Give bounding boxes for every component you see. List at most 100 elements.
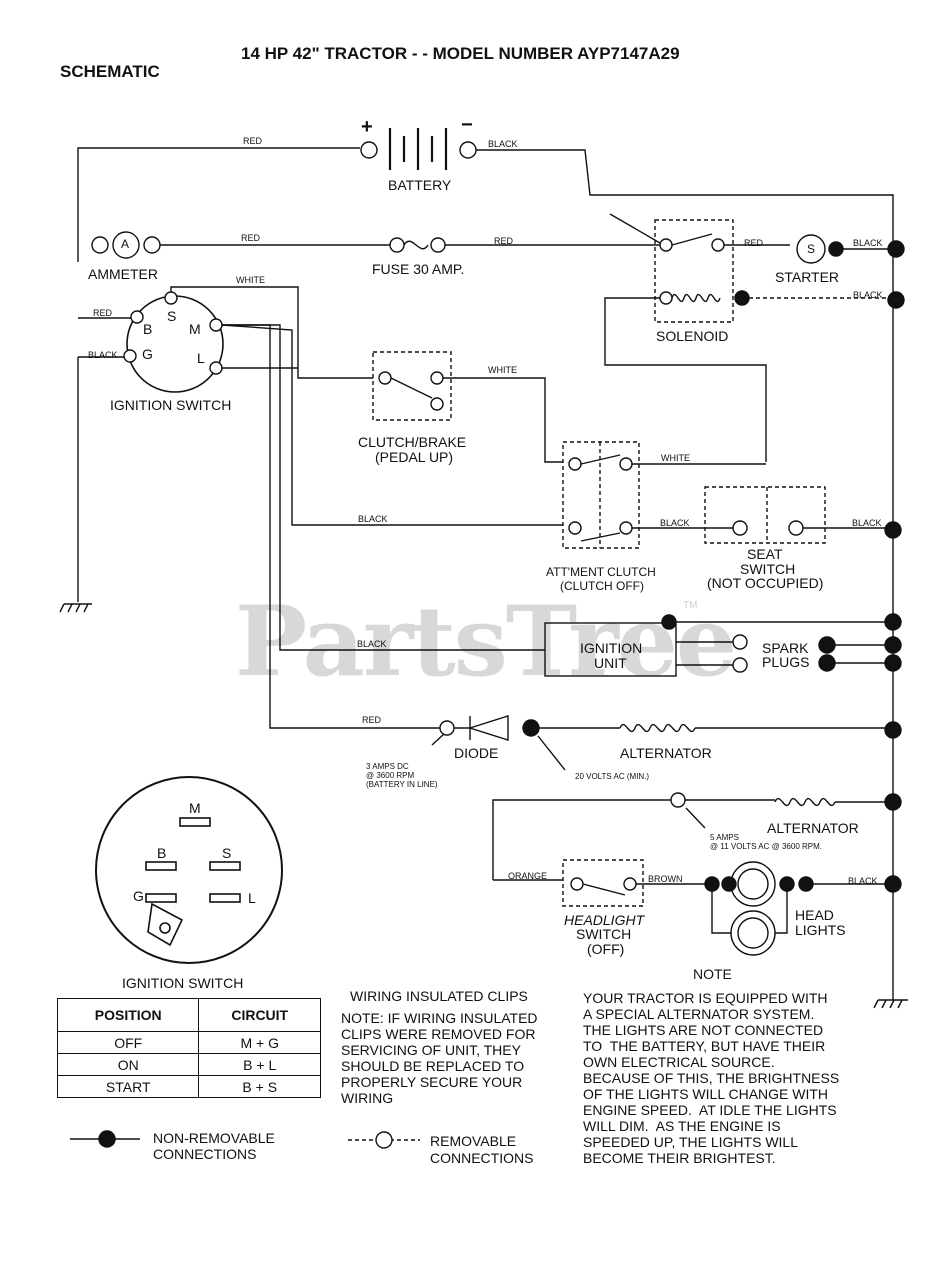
wire-label-red-starter: RED xyxy=(744,238,764,248)
table-cell: B + L xyxy=(198,1053,321,1076)
wire-label-red-fuse: RED xyxy=(494,236,514,246)
terminal-l-label: L xyxy=(197,350,205,366)
table-cell: OFF xyxy=(56,1031,200,1054)
seat-switch-label-2: SWITCH xyxy=(740,561,796,577)
legend-non-removable-symbol xyxy=(70,1130,140,1148)
alternator-2-label: ALTERNATOR xyxy=(767,820,859,836)
attachment-clutch-box xyxy=(562,441,640,549)
clutch-brake-box xyxy=(372,351,452,421)
wire-label-red-ammeter: RED xyxy=(241,233,261,243)
diode-symbol xyxy=(454,715,509,741)
headlight-switch-label: HEADLIGHT xyxy=(564,912,645,928)
battery-positive-terminal xyxy=(360,141,378,159)
solenoid-coil xyxy=(671,293,721,303)
clips-note-heading: WIRING INSULATED CLIPS xyxy=(350,988,528,1004)
starter-motor xyxy=(796,234,826,264)
wire-label-orange: ORANGE xyxy=(508,871,548,881)
wire-label-black-battery: BLACK xyxy=(488,139,518,149)
headlight-1 xyxy=(730,861,776,907)
table-cell: M + G xyxy=(198,1031,321,1054)
starter-symbol: S xyxy=(807,242,816,256)
detail-terminal-m: M xyxy=(189,800,201,816)
watermark: PartsTree xyxy=(235,585,737,698)
battery-red-wire xyxy=(77,147,360,248)
legend-non-removable-label: NON-REMOVABLE xyxy=(153,1130,275,1146)
battery-plus-sign: + xyxy=(361,116,373,138)
wire-label-red-battery: RED xyxy=(243,136,263,146)
ignition-switch-label: IGNITION SWITCH xyxy=(110,397,232,413)
seat-switch-box xyxy=(704,486,826,544)
attachment-clutch-state: (CLUTCH OFF) xyxy=(560,579,644,593)
spark-plugs-label-2: PLUGS xyxy=(762,654,810,670)
battery-cells xyxy=(388,128,448,170)
seat-switch-state: (NOT OCCUPIED) xyxy=(707,575,824,591)
table-cell: B + S xyxy=(198,1075,321,1098)
solenoid-box xyxy=(654,219,734,323)
ground-symbol-left xyxy=(59,603,92,613)
alternator-label: ALTERNATOR xyxy=(620,745,712,761)
alternator-coil-1 xyxy=(619,723,696,733)
wire-label-black-seat-ground: BLACK xyxy=(852,518,882,528)
terminal-m-label: M xyxy=(189,321,201,337)
headlight-switch-label-2: SWITCH xyxy=(576,926,632,942)
ground-symbol-right xyxy=(873,999,908,1009)
terminal-g-label: G xyxy=(142,346,153,362)
head-lights-label-2: LIGHTS xyxy=(795,922,846,938)
ignition-switch-detail-body xyxy=(95,776,283,964)
ignition-switch-detail-title: IGNITION SWITCH xyxy=(122,975,244,991)
watermark-tm: TM xyxy=(683,600,698,611)
fuse-terminal-left xyxy=(389,237,405,253)
wire-label-black-seat: BLACK xyxy=(660,518,690,528)
table-header-position: POSITION xyxy=(56,998,200,1032)
ammeter xyxy=(112,231,140,259)
legend-removable-symbol xyxy=(348,1131,420,1149)
table-row: START B + S xyxy=(56,1075,321,1098)
clutch-brake-label: CLUTCH/BRAKE xyxy=(358,434,467,450)
detail-terminal-l: L xyxy=(248,890,256,906)
terminal-b-label: B xyxy=(143,321,153,337)
legend-non-removable-label-2: CONNECTIONS xyxy=(153,1146,257,1162)
table-row: OFF M + G xyxy=(56,1031,321,1054)
alternator-ac-rating: 20 VOLTS AC (MIN.) xyxy=(575,772,650,781)
wire-label-red-ignition: RED xyxy=(93,308,113,318)
wire-label-black-ignition: BLACK xyxy=(88,350,118,360)
table-row: ON B + L xyxy=(56,1053,321,1076)
lights-note-heading: NOTE xyxy=(693,966,732,982)
battery-black-wire xyxy=(476,149,894,1000)
attachment-clutch-label: ATT'MENT CLUTCH xyxy=(546,565,656,579)
wire-label-red-diode: RED xyxy=(362,715,382,725)
alternator-2-rating: 5 AMPS @ 11 VOLTS AC @ 3600 RPM. xyxy=(710,833,822,851)
fuse-label: FUSE 30 AMP. xyxy=(372,261,465,277)
clips-note-body: NOTE: IF WIRING INSULATED CLIPS WERE REM… xyxy=(341,1010,538,1106)
table-header-circuit: CIRCUIT xyxy=(198,998,321,1032)
lights-note-body: YOUR TRACTOR IS EQUIPPED WITH A SPECIAL … xyxy=(583,990,840,1166)
solenoid-label: SOLENOID xyxy=(656,328,729,344)
wire-label-black-headlights: BLACK xyxy=(848,876,878,886)
page-title: 14 HP 42" TRACTOR - - MODEL NUMBER AYP71… xyxy=(241,44,680,63)
diode-rating: 3 AMPS DC @ 3600 RPM (BATTERY IN LINE) xyxy=(366,762,438,789)
fuse-terminal-right xyxy=(430,237,446,253)
ammeter-label: AMMETER xyxy=(88,266,158,282)
wire-label-white-ignition: WHITE xyxy=(236,275,265,285)
ignition-unit-label: IGNITION xyxy=(580,640,643,656)
ignition-unit-box xyxy=(544,622,677,677)
detail-terminal-g: G xyxy=(133,888,144,904)
starter-label: STARTER xyxy=(775,269,840,285)
ignition-position-table: POSITION CIRCUIT OFF M + G ON B + L STAR… xyxy=(56,998,321,1098)
clutch-brake-state: (PEDAL UP) xyxy=(375,449,454,465)
wire-label-black-ignition-unit: BLACK xyxy=(357,639,387,649)
diode-label: DIODE xyxy=(454,745,499,761)
section-label: SCHEMATIC xyxy=(60,62,160,81)
detail-terminal-b: B xyxy=(157,845,167,861)
wire-label-brown: BROWN xyxy=(648,874,683,884)
battery-label: BATTERY xyxy=(388,177,452,193)
ammeter-terminal-right xyxy=(143,236,161,254)
battery-negative-terminal xyxy=(459,141,477,159)
battery-minus-sign: − xyxy=(461,114,473,136)
wire-label-black-starter: BLACK xyxy=(853,238,883,248)
legend-removable-label: REMOVABLE xyxy=(430,1133,517,1149)
ammeter-symbol: A xyxy=(121,237,130,251)
seat-switch-label: SEAT xyxy=(747,546,783,562)
fuse-element xyxy=(403,240,429,250)
